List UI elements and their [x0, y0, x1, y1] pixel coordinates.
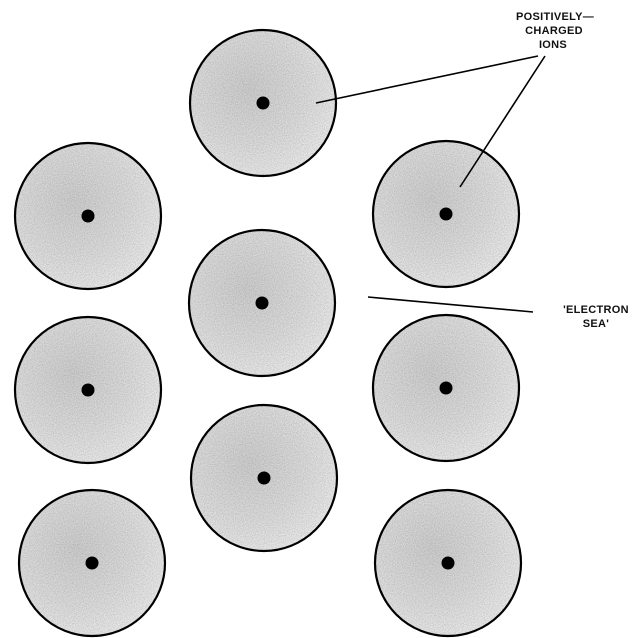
ion-nucleus [440, 382, 453, 395]
electron-sea-label-line-1: 'ELECTRON [563, 304, 629, 316]
ion-center [189, 230, 335, 376]
ions-label: POSITIVELY— CHARGED IONS [516, 11, 594, 51]
ion-nucleus [258, 472, 271, 485]
ion-nucleus [256, 297, 269, 310]
ions-group [15, 30, 521, 636]
ions-label-line-2: CHARGED [525, 25, 583, 37]
ion-middle-left [15, 317, 161, 463]
ion-nucleus [82, 384, 95, 397]
ion-bottom-right [375, 490, 521, 636]
ion-nucleus [440, 208, 453, 221]
ions-label-line-1: POSITIVELY— [516, 11, 594, 23]
ion-nucleus [82, 210, 95, 223]
electron-sea-pointer-line [368, 297, 533, 312]
ion-lower-center [191, 405, 337, 551]
electron-sea-label: 'ELECTRON SEA' [563, 304, 629, 330]
ion-nucleus [257, 97, 270, 110]
ion-top-center [190, 30, 336, 176]
ion-upper-right [373, 141, 519, 287]
ion-middle-right [373, 315, 519, 461]
ion-nucleus [442, 557, 455, 570]
ion-upper-left [15, 143, 161, 289]
ion-bottom-left [19, 490, 165, 636]
ion-nucleus [86, 557, 99, 570]
ions-label-line-3: IONS [539, 39, 567, 51]
electron-sea-label-line-2: SEA' [583, 318, 610, 330]
ion-pointer-line-1 [316, 56, 538, 103]
